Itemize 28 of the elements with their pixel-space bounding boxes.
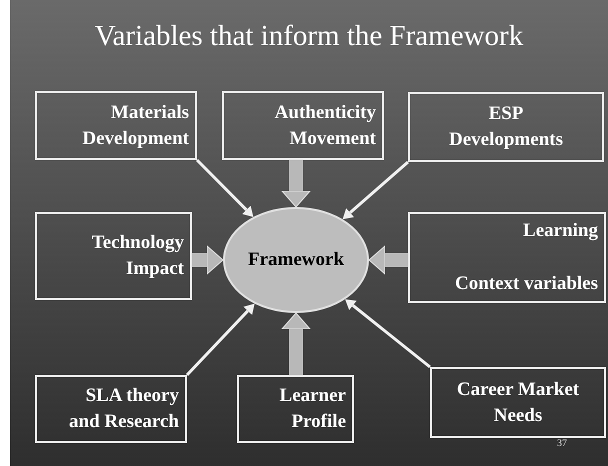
block-arrow [282,160,310,208]
arrow [196,158,254,217]
variable-box [35,91,197,160]
arrow [342,160,409,220]
node-label: Authenticity Movement [274,100,376,150]
node-label: ESP Developments [448,102,564,152]
block-arrow [368,246,408,274]
node-label: Learning [523,219,598,243]
node-label: Materials Development [81,100,189,150]
variable-box [430,367,606,438]
arrow [186,304,255,376]
node-label: Context variables [454,272,598,296]
variable-box [222,91,384,160]
variable-box [35,212,192,300]
title: Variables that inform the Framework [94,20,524,53]
node-label: Career Market Needs [456,378,580,428]
variable-box [35,375,187,443]
node-label: Technology Impact [90,231,184,281]
variable-box [237,375,354,443]
node-label: Learner Profile [278,384,346,434]
variable-box [408,92,604,162]
node-label: SLA theory and Research [68,384,179,434]
block-arrow [192,246,224,274]
variable-box [408,212,606,303]
arrow [345,299,431,368]
block-arrow [282,312,310,375]
node-label: Framework [248,249,344,271]
page-number: 37 [557,438,567,449]
